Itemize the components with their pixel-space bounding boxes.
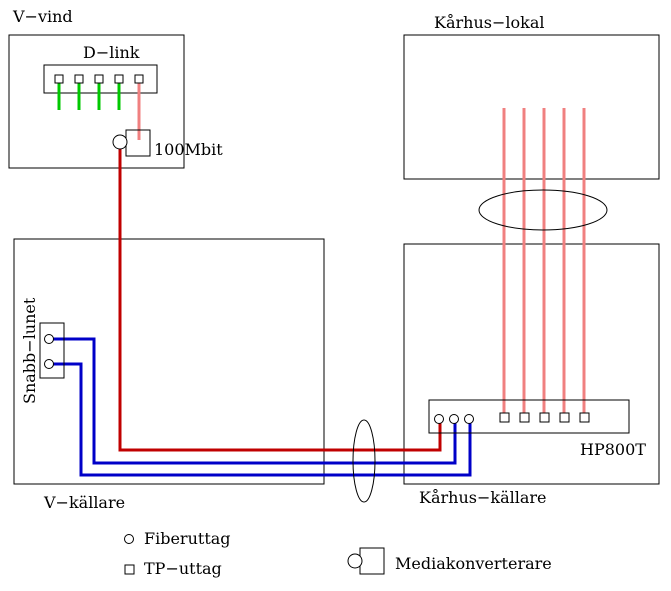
legend-fiber-icon xyxy=(124,534,134,544)
v-vind-room xyxy=(8,34,185,169)
cable-bundle-lower xyxy=(352,419,376,503)
blue-fiber-cable-1 xyxy=(50,337,457,465)
dlink-ports xyxy=(54,74,144,84)
legend-tp-label: TP−uttag xyxy=(144,559,222,578)
karhus-pink-cables xyxy=(502,108,586,417)
snabb-lunet-fiber-port xyxy=(44,359,54,369)
snabb-lunet-fiber-port xyxy=(44,334,54,344)
cable-bundle-upper xyxy=(478,189,608,231)
karhus-kallare-room xyxy=(403,243,660,485)
device-label-mbit: 100Mbit xyxy=(154,140,223,159)
blue-fiber-cable-2 xyxy=(50,362,472,477)
v-kallare-room xyxy=(13,238,325,485)
device-label-snabb-lunet: Snabb−lunet xyxy=(20,297,39,404)
legend: Fiberuttag TP−uttag Mediakonverterare xyxy=(124,529,552,578)
legend-media-circle-icon xyxy=(347,553,363,569)
device-label-dlink: D−link xyxy=(83,43,140,62)
dlink-green-cables xyxy=(57,80,121,110)
room-label-karhus-kallare: Kårhus−källare xyxy=(419,488,547,507)
hp800t-tp-ports xyxy=(499,412,590,423)
legend-fiber-label: Fiberuttag xyxy=(144,529,231,548)
room-label-v-vind: V−vind xyxy=(12,7,73,26)
room-label-v-kallare: V−källare xyxy=(43,493,125,512)
hp800t-fiber-ports xyxy=(434,414,474,424)
legend-media-label: Mediakonverterare xyxy=(395,554,552,573)
snabb-lunet-device xyxy=(39,322,65,379)
red-fiber-cable xyxy=(118,148,442,452)
room-label-karhus-lokal: Kårhus−lokal xyxy=(434,13,544,32)
legend-tp-icon xyxy=(124,564,135,575)
karhus-lokal-room xyxy=(403,34,660,180)
hp800t-switch xyxy=(428,399,630,434)
legend-media-box-icon xyxy=(359,547,385,575)
v-vind-fiber-port xyxy=(112,134,128,150)
device-label-hp800t: HP800T xyxy=(580,440,646,459)
